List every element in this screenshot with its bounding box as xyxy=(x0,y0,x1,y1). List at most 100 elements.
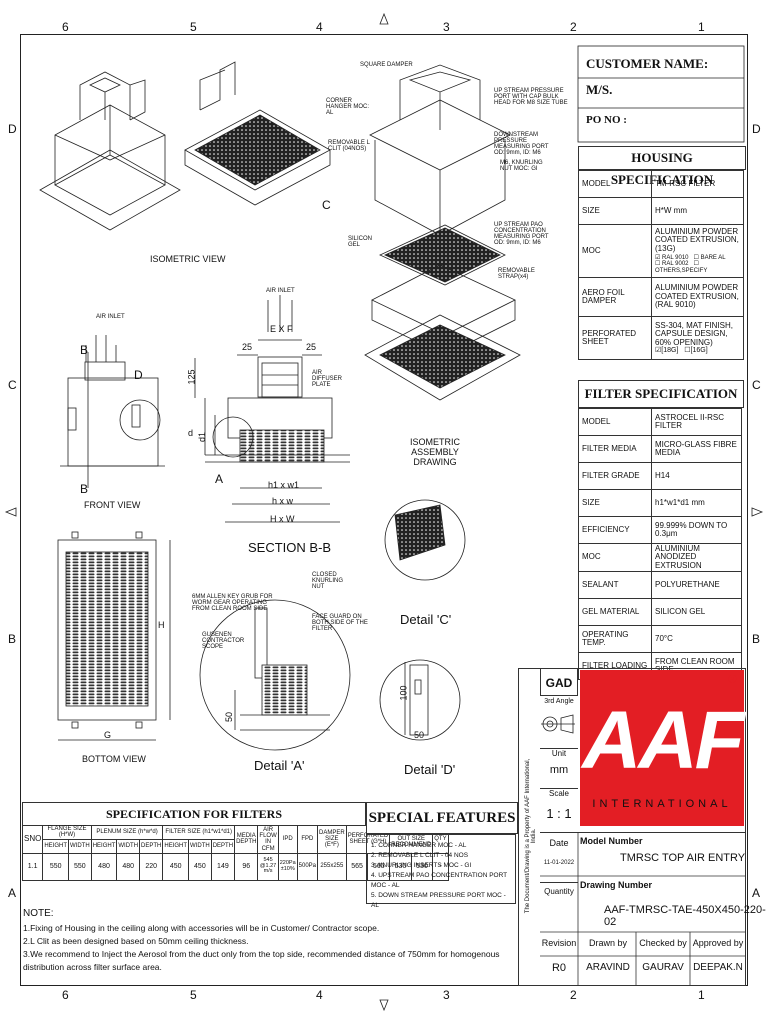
scale-label: Scale xyxy=(540,788,578,798)
filter-spec-title: FILTER SPECIFICATION xyxy=(578,380,744,408)
zone-top-2: 2 xyxy=(570,20,577,34)
third-angle-projection-icon xyxy=(541,714,575,734)
zone-right-B: B xyxy=(752,632,761,646)
revision-label: Revision xyxy=(541,938,577,948)
list-item: 3. KNURLING INSERTS MOC - GI xyxy=(371,862,472,870)
zone-left-A: A xyxy=(8,886,17,900)
customer-name-label: CUSTOMER NAME: xyxy=(586,56,709,71)
note-line: 1.Fixing of Housing in the ceiling along… xyxy=(23,922,380,933)
po-number-label: PO NO : xyxy=(586,114,627,126)
title-block xyxy=(518,668,746,986)
zone-top-3: 3 xyxy=(443,20,450,34)
table-row: MOC ALUMINIUM POWDER COATED EXTRUSION,(1… xyxy=(578,224,744,278)
dim-exf: E X F xyxy=(270,324,293,334)
callout-removable-clit: REMOVABLE L CLIT (04NOS) xyxy=(328,140,370,152)
note-line: 2.L Clit as been designed based on 50mm … xyxy=(23,935,249,946)
front-view-label: FRONT VIEW xyxy=(84,500,141,510)
gad-label: GAD xyxy=(540,668,578,696)
quantity-label: Quantity xyxy=(540,882,578,896)
callout-face-guard: FACE GUARD ON BOTH SIDE OF THE FILTER xyxy=(312,614,368,632)
dim-125: 125 xyxy=(186,369,197,385)
dim-h1w1: h1 x w1 xyxy=(268,480,300,490)
drawn-by-value: ARAVIND xyxy=(586,962,630,973)
detail-d-label: Detail 'D' xyxy=(404,762,456,777)
checked-by-value: GAURAV xyxy=(642,962,684,973)
isometric-view-label: ISOMETRIC VIEW xyxy=(150,254,226,264)
callout-allen-key: 6MM ALLEN KEY GRUB FOR WORM GEAR OPERATI… xyxy=(192,594,273,612)
callout-silicon-gel: SILICON GEL xyxy=(348,236,373,248)
dim-H: H xyxy=(158,620,165,630)
callout-corner-hanger: CORNER HANGER MOC: AL xyxy=(326,98,370,116)
registered-mark-icon: ® xyxy=(728,672,737,686)
dim-50-a: 50 xyxy=(224,711,235,723)
zone-bottom-3: 3 xyxy=(443,988,450,1002)
approved-by-value: DEEPAK.N xyxy=(693,962,743,973)
callout-square-damper: SQUARE DAMPER xyxy=(360,62,413,68)
notes-title: NOTE: xyxy=(23,908,54,919)
callout-contractor-scope: GUSENEN CONTRACTOR SCOPE xyxy=(202,632,245,650)
zone-bottom-4: 4 xyxy=(316,988,323,1002)
date-label: Date xyxy=(549,838,569,848)
bottom-view-label: BOTTOM VIEW xyxy=(82,754,146,764)
title-grid xyxy=(540,832,746,987)
list-item: 2. REMOVABLE L CLIT - 04 NOS xyxy=(371,852,469,860)
marker-B-bottom: B xyxy=(80,482,89,496)
unit-value: mm xyxy=(549,764,569,776)
zone-left-C: C xyxy=(8,378,17,392)
housing-spec-title: HOUSING SPECIFICATION xyxy=(578,146,746,187)
dim-25-right: 25 xyxy=(306,342,317,352)
air-inlet-section: AIR INLET xyxy=(266,288,295,294)
callout-pao-port: UP STREAM PAO CONCENTRATION MEASURING PO… xyxy=(494,222,549,246)
date-value: 11-01-2022 xyxy=(543,860,575,866)
zone-bottom-5: 5 xyxy=(190,988,197,1002)
notes-block: NOTE: 1.Fixing of Housing in the ceiling… xyxy=(23,906,513,974)
zone-right-C: C xyxy=(752,378,761,392)
drawing-number-value: AAF-TMRSC-TAE-450X450-220-02 xyxy=(604,904,766,928)
marker-B-top: B xyxy=(80,343,89,357)
zone-bottom-2: 2 xyxy=(570,988,577,1002)
model-number-label: Model Number xyxy=(580,836,643,846)
zone-left-B: B xyxy=(8,632,17,646)
table-row: PERFORATED SHEET SS-304, MAT FINISH, CAP… xyxy=(578,316,744,360)
dim-d1: d1 xyxy=(197,431,208,443)
list-item: 1. CORNER HANGER MOC - AL xyxy=(371,842,467,849)
revision-value: R0 xyxy=(551,962,567,974)
callout-downstream-port: DOWNSTREAM PRESSURE MEASURING PORT OD: 9… xyxy=(494,132,549,156)
zone-left-D: D xyxy=(8,122,17,136)
aaf-logo: AAF INTERNATIONAL xyxy=(580,670,745,826)
note-line: 3.We recommend to Inject the Aerosol fro… xyxy=(23,948,500,973)
customer-ms: M/S. xyxy=(586,82,613,97)
zone-right-A: A xyxy=(752,886,761,900)
zone-right-D: D xyxy=(752,122,761,136)
logo-subtitle: INTERNATIONAL xyxy=(592,798,732,810)
callout-strap: REMOVABLE STRAP(x4) xyxy=(498,268,535,280)
dim-50-d: 50 xyxy=(414,730,425,740)
list-item: 4. UPSTREAM PAO CONCENTRATION PORT MOC -… xyxy=(371,872,508,890)
drawing-number-label: Drawing Number xyxy=(580,880,653,890)
air-inlet-front: AIR INLET xyxy=(96,314,125,320)
table-row: 1.1 550 550 480 480 220 450 450 149 96 5… xyxy=(21,852,449,881)
zone-top-5: 5 xyxy=(190,20,197,34)
drawing-frame xyxy=(20,34,748,986)
marker-D: D xyxy=(134,368,143,382)
scale-value: 1 : 1 xyxy=(546,806,572,821)
zone-top-4: 4 xyxy=(316,20,323,34)
specification-for-filters-table: SNO FLANGE SIZE (H*W) PLENUM SIZE (h*w*d… xyxy=(21,825,449,881)
zone-bottom-6: 6 xyxy=(62,988,69,1002)
zone-top-6: 6 xyxy=(62,20,69,34)
marker-C: C xyxy=(322,198,331,212)
vertical-property-text: The Document/Drawing is a Property of AA… xyxy=(525,758,537,914)
callout-closed-nut: CLOSED KNURLING NUT xyxy=(312,572,344,590)
